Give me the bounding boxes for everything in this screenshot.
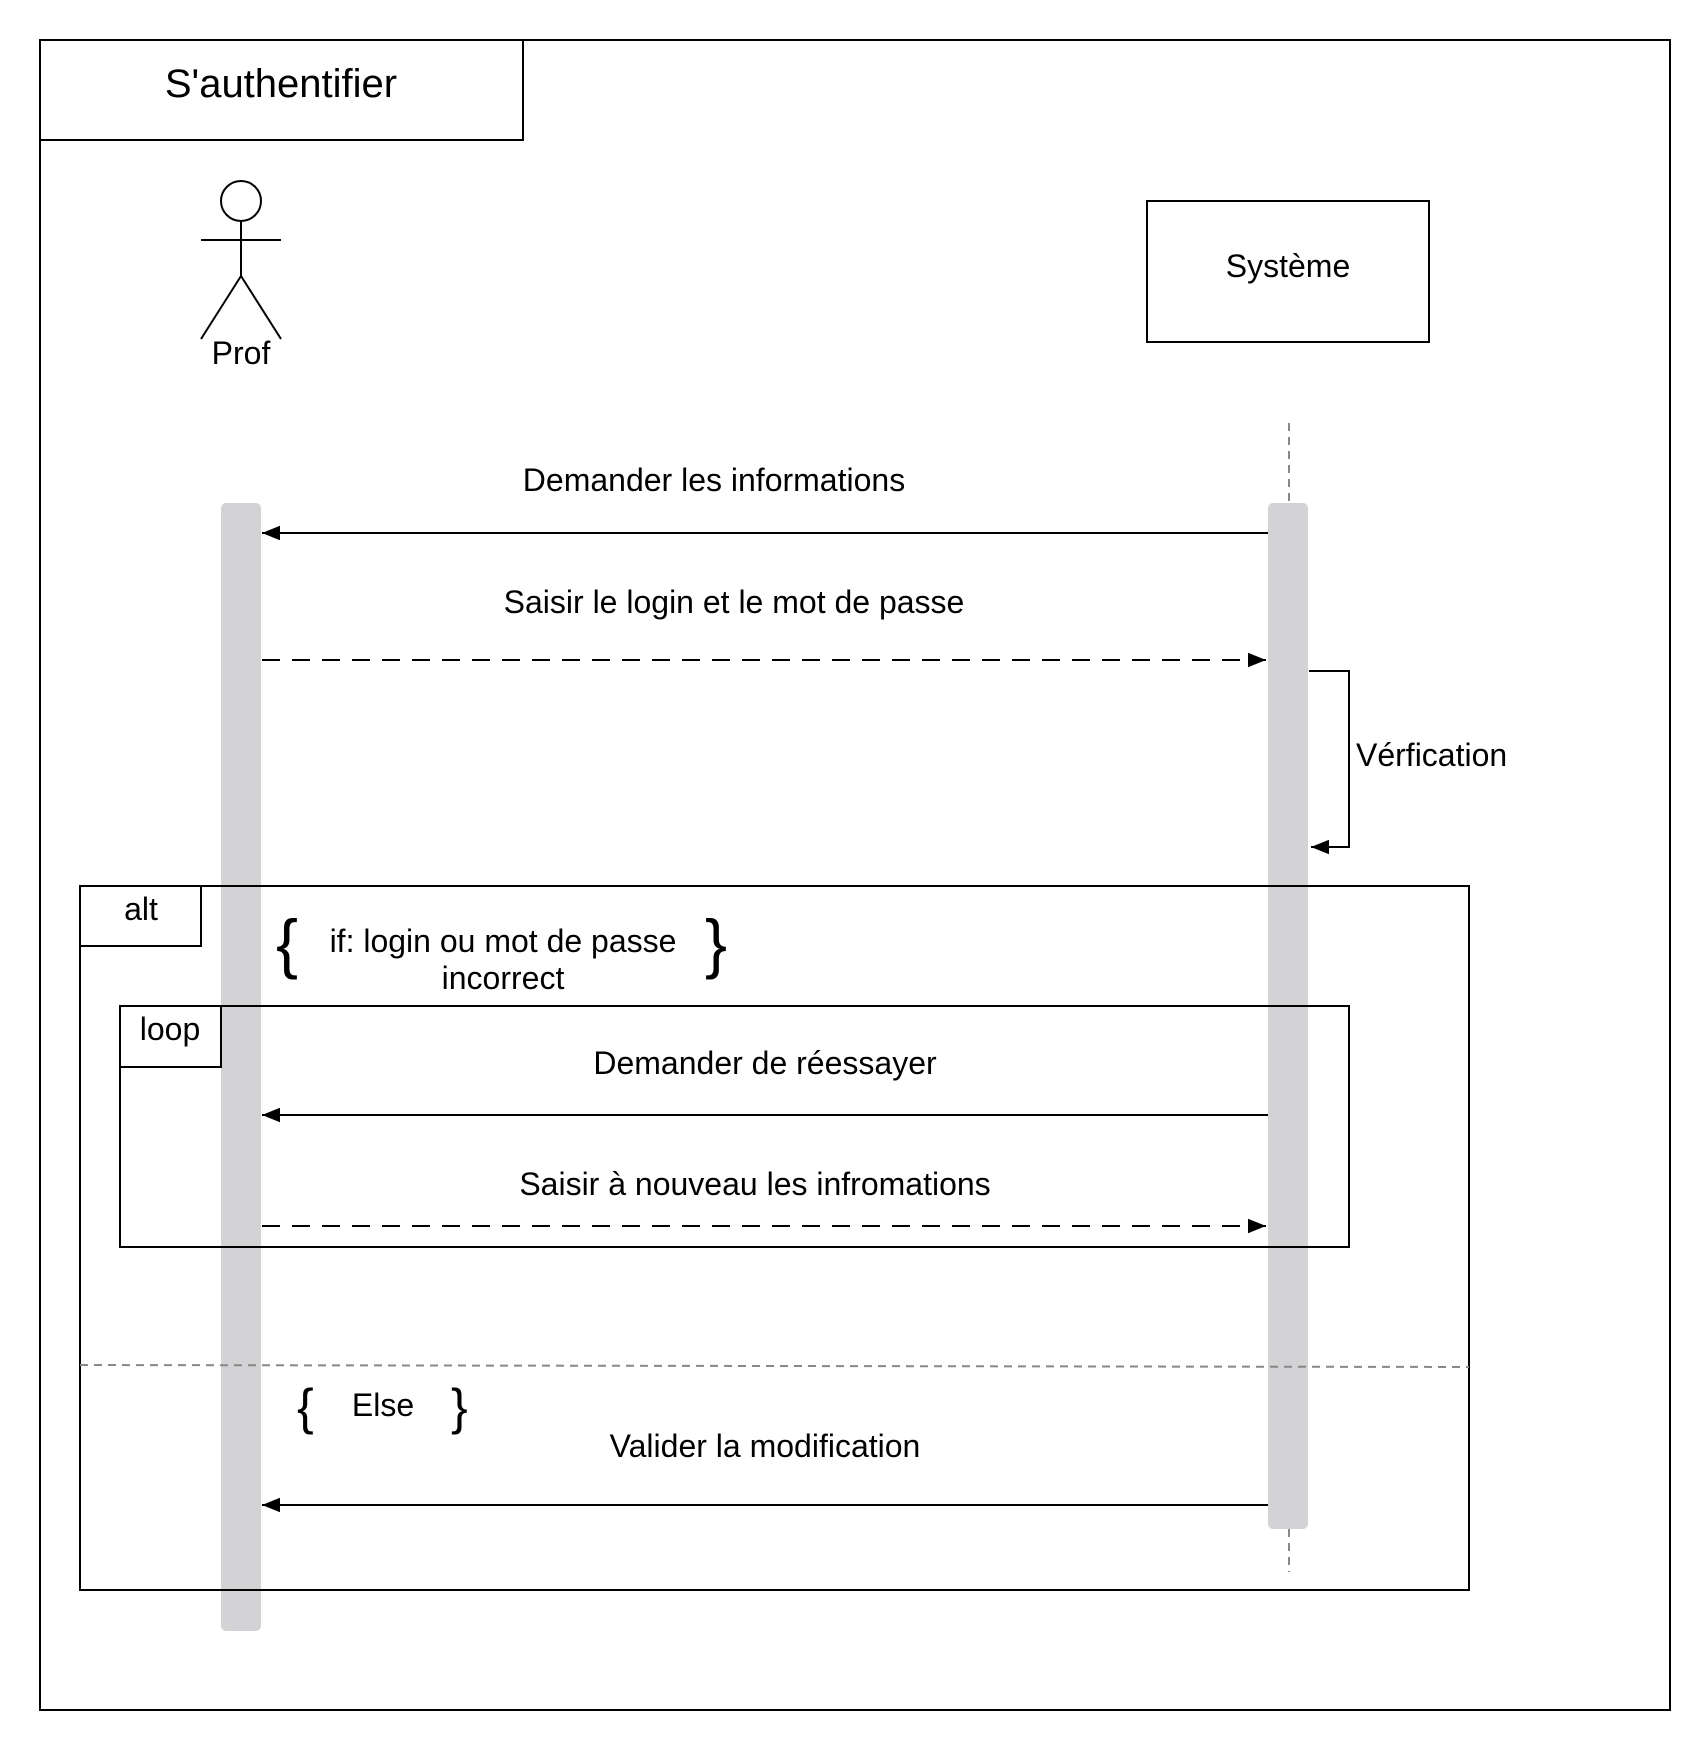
- message-demander-infos-label: Demander les informations: [523, 462, 905, 498]
- message-saisir-login-label: Saisir le login et le mot de passe: [504, 584, 965, 620]
- actor-prof-label: Prof: [212, 335, 271, 371]
- title-tab: [39, 39, 524, 141]
- actor-prof-icon: [200, 180, 282, 340]
- loop-fragment-tab: [120, 1006, 222, 1068]
- guard-open-brace: {: [276, 906, 298, 980]
- alt-fragment-label: alt: [124, 891, 158, 927]
- alt-else-separator: [79, 1364, 1470, 1368]
- diagram-frame: [39, 39, 1671, 1711]
- prof-activation-bar: [221, 503, 261, 1631]
- system-activation-bar: [1268, 503, 1308, 1529]
- alt-else-label: Else: [352, 1387, 414, 1423]
- message-valider-label: Valider la modification: [610, 1428, 921, 1464]
- alt-guard-line2: incorrect: [442, 960, 565, 996]
- message-demander-reessayer-label: Demander de réessayer: [593, 1045, 937, 1081]
- system-box: [1146, 200, 1430, 343]
- diagram-title: S'authentifier: [165, 62, 397, 106]
- self-message-verification-arrow: [1309, 670, 1350, 855]
- message-saisir-nouveau-label: Saisir à nouveau les infromations: [519, 1166, 990, 1202]
- self-message-verification-label: Vérfication: [1356, 737, 1507, 773]
- alt-fragment-tab: [80, 886, 202, 947]
- else-open-brace: {: [297, 1379, 314, 1435]
- loop-fragment: [119, 1005, 1350, 1248]
- alt-guard-line1: if: login ou mot de passe: [330, 923, 677, 959]
- else-close-brace: }: [451, 1379, 468, 1435]
- system-label: Système: [1226, 248, 1350, 284]
- alt-fragment: [79, 885, 1470, 1591]
- guard-close-brace: }: [705, 906, 727, 980]
- loop-fragment-label: loop: [140, 1011, 201, 1047]
